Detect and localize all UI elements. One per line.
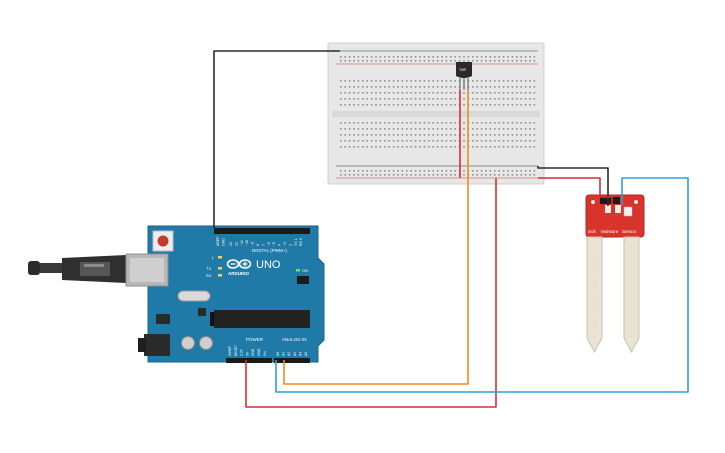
- analog-pin-label: A5: [304, 352, 308, 356]
- breadboard[interactable]: [327, 42, 545, 185]
- status-leds: [218, 256, 300, 277]
- led-l-label: L: [212, 255, 215, 260]
- analog-pin-label: A3: [293, 352, 297, 356]
- power-header[interactable]: [226, 358, 272, 363]
- gnd-pin-label: GND: [222, 238, 226, 246]
- power-pin-label: GND: [257, 348, 261, 356]
- digital-pin-label: 8: [256, 244, 260, 246]
- reset-button[interactable]: [152, 230, 174, 252]
- on-led-label: ON: [302, 268, 308, 273]
- analog-pin-label: A1: [282, 352, 286, 356]
- analog-pin-label: A0: [276, 352, 280, 356]
- icsp-header: [297, 276, 309, 284]
- wire-orange-tmp-signal[interactable]: [283, 90, 469, 385]
- analog-pin-label: A4: [298, 352, 302, 356]
- digital-pin-label: 4: [278, 244, 282, 246]
- digital-header[interactable]: [214, 228, 310, 234]
- breadboard-holes: [340, 56, 536, 176]
- sensor-label-moisture: Moisture: [601, 229, 619, 234]
- voltage-regulator: [156, 314, 170, 324]
- atmega-chip: [210, 310, 310, 328]
- sensor-label-sensor: Sensor: [622, 229, 637, 234]
- digital-pin-label: ~3: [283, 242, 287, 246]
- digital-pin-label: ~5: [272, 242, 276, 246]
- probe-right: [623, 236, 640, 354]
- power-pin-label: GND: [251, 348, 255, 356]
- aref-pin-label: AREF: [216, 236, 220, 246]
- digital-pin-label: 2: [288, 244, 292, 246]
- power-pin-label: Vin: [263, 351, 267, 356]
- digital-pin-label: 13: [229, 242, 233, 246]
- arduino-logo-icon: [226, 259, 252, 269]
- led-tx-label: TX: [206, 266, 211, 271]
- digital-pin-label: ~9: [251, 242, 255, 246]
- digital-pin-label: RX 0: [299, 238, 303, 246]
- power-header-label: POWER: [246, 337, 264, 342]
- digital-pin-label: ~11: [240, 240, 244, 246]
- power-pin-label: RESET: [234, 345, 238, 356]
- digital-pin-label: 7: [261, 244, 265, 246]
- wire-black-sensor-gnd[interactable]: [537, 166, 609, 206]
- small-chip: [198, 308, 206, 316]
- usb-cable: [28, 253, 169, 287]
- wires: [213, 50, 689, 408]
- board-model: UNO: [256, 259, 281, 271]
- wire-red-sensor-vcc[interactable]: [538, 177, 613, 206]
- digital-pin-label: TX 1: [294, 238, 298, 246]
- power-pin-label: 5V: [245, 351, 249, 356]
- wire-blue-soil-signal[interactable]: [275, 177, 689, 393]
- probe-left: [586, 236, 603, 354]
- power-jack: [138, 334, 170, 356]
- digital-pin-label: ~6: [267, 242, 271, 246]
- power-pin-label: 3.3V: [240, 348, 244, 356]
- sensor-label-soil: Soil: [588, 229, 596, 234]
- led-rx-label: RX: [206, 273, 212, 278]
- analog-header-label: ANALOG IN: [282, 337, 307, 342]
- wire-black-gnd[interactable]: [213, 50, 340, 228]
- digital-pin-label: 12: [234, 242, 238, 246]
- temperature-sensor[interactable]: TMP: [456, 62, 472, 90]
- wire-red-5v[interactable]: [245, 178, 497, 408]
- soil-moisture-sensor[interactable]: Soil Moisture Sensor: [585, 194, 645, 354]
- capacitor-2: [199, 336, 213, 350]
- sensor-chip-label: TMP: [459, 68, 467, 72]
- digital-pin-label: ~10: [245, 240, 249, 246]
- crystal-oscillator: [177, 290, 211, 302]
- analog-header[interactable]: [274, 358, 310, 363]
- digital-header-label: DIGITAL (PWM~): [252, 248, 287, 253]
- capacitor-1: [181, 336, 195, 350]
- analog-pin-label: A2: [287, 352, 291, 356]
- brand-label: ARDUINO: [228, 271, 249, 276]
- power-pin-label: IOREF: [228, 346, 232, 356]
